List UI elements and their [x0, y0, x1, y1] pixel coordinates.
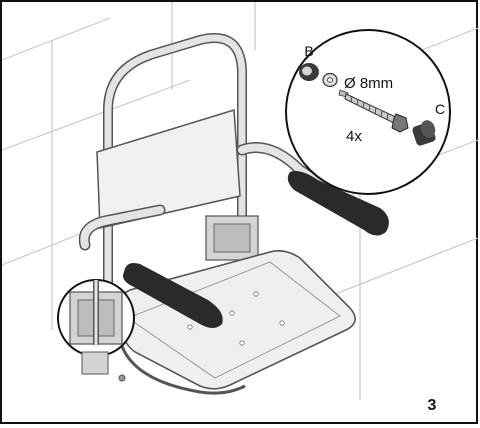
- label-b: B: [304, 43, 313, 59]
- quantity-label: 4x: [346, 128, 362, 145]
- rubber-cap-b: [299, 63, 319, 81]
- hardware-callout: B Ø 8mm 4x C: [285, 29, 451, 195]
- label-c: C: [435, 101, 445, 117]
- backrest-panel: [96, 109, 241, 229]
- screw: [338, 89, 409, 133]
- right-armrest-pad: [287, 171, 389, 236]
- diameter-label: Ø 8mm: [344, 75, 393, 92]
- left-armrest-pad: [123, 263, 223, 328]
- backrest-frame: [103, 33, 247, 335]
- cover-cap-c: [412, 120, 436, 146]
- wall-bracket-right: [205, 215, 259, 261]
- washer: [322, 72, 338, 88]
- detail-circle-bracket: [57, 279, 135, 382]
- step-number: 3: [428, 397, 437, 414]
- seat-front-bar: [118, 339, 246, 395]
- left-armrest: [78, 204, 223, 328]
- right-armrest: [236, 142, 389, 236]
